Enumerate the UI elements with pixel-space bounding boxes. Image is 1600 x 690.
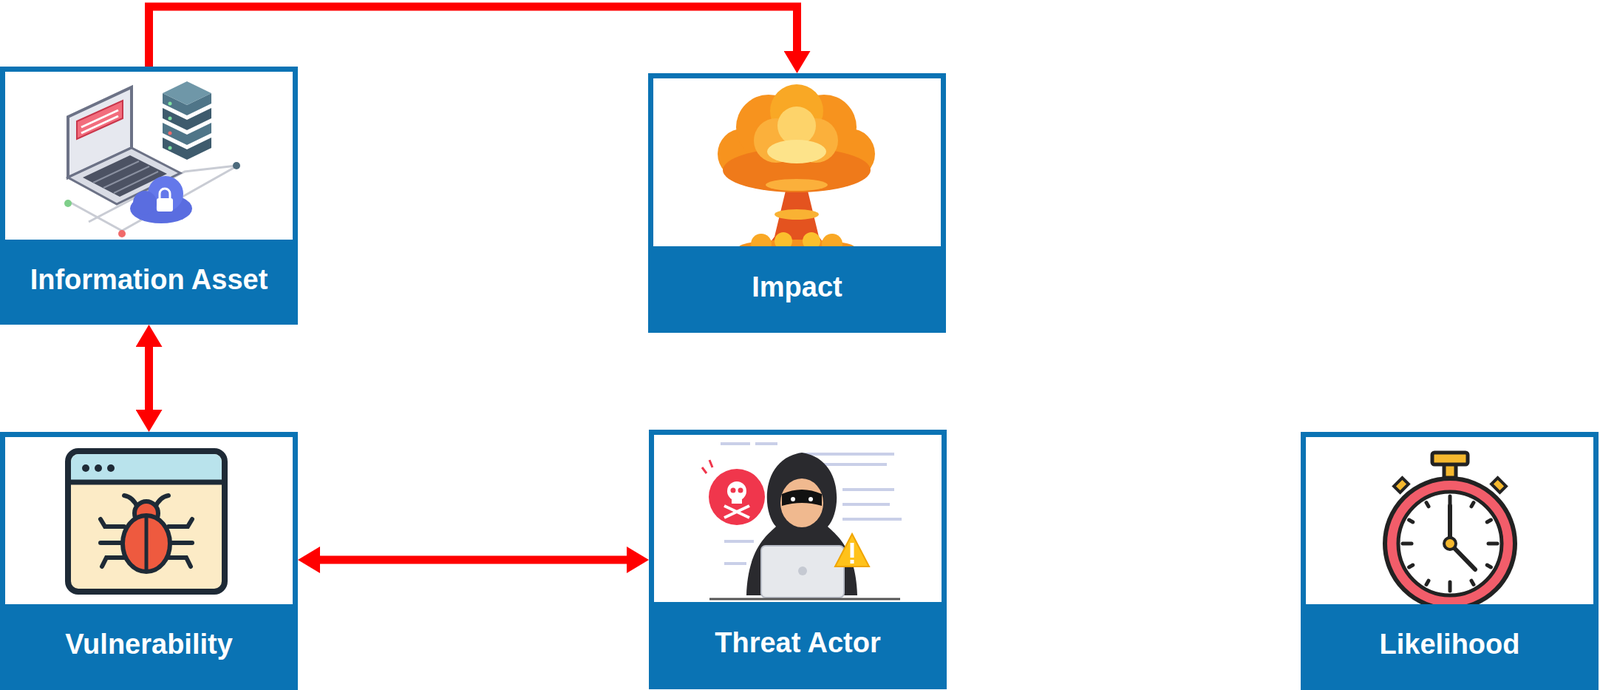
dial-tick xyxy=(1448,581,1453,591)
dial-tick xyxy=(1488,541,1498,546)
node-label: Likelihood xyxy=(1379,628,1521,660)
node-label: Threat Actor xyxy=(714,626,881,659)
dial-tick xyxy=(1471,502,1474,507)
vulnerability-box: Vulnerability xyxy=(0,431,298,690)
likelihood-box: Likelihood xyxy=(1300,431,1599,690)
bug-window-illustration xyxy=(67,450,225,592)
asset-box: Information Asset xyxy=(0,66,298,325)
dial-tick xyxy=(1402,541,1412,546)
hacker-illustration xyxy=(702,441,902,599)
label-band: Vulnerability xyxy=(5,603,293,685)
label-band: Threat Actor xyxy=(654,601,942,684)
label-band: Likelihood xyxy=(1305,603,1594,685)
dial-ticks xyxy=(1402,495,1498,591)
server-stack xyxy=(162,81,212,160)
dial-tick xyxy=(1486,519,1491,522)
label-band: Impact xyxy=(653,246,941,328)
node-label: Impact xyxy=(751,271,842,304)
connector-arrow xyxy=(149,6,798,67)
stopwatch-illustration xyxy=(1384,452,1516,609)
dial-tick xyxy=(1471,580,1474,584)
dial-tick xyxy=(1426,580,1429,584)
dial-tick xyxy=(1426,502,1429,507)
node-label: Vulnerability xyxy=(65,628,233,660)
dial-tick xyxy=(1486,564,1491,567)
connector-arrow xyxy=(320,555,627,564)
impact-box: Impact xyxy=(648,73,946,333)
threat-actor-box: Threat Actor xyxy=(648,429,947,689)
explosion-illustration xyxy=(717,84,876,255)
cloud-lock xyxy=(130,175,193,224)
node-label: Information Asset xyxy=(30,263,269,296)
dial-tick xyxy=(1409,564,1414,567)
dial-tick xyxy=(1409,519,1414,522)
label-band: Information Asset xyxy=(5,239,293,320)
connector-arrow xyxy=(144,346,153,410)
asset-illustration xyxy=(64,81,241,238)
